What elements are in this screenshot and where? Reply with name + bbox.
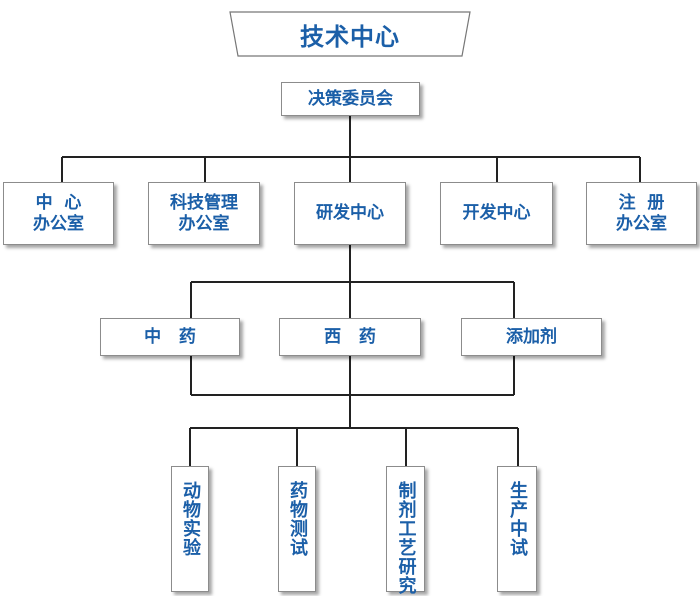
function-pilot-production: 生产中试 [497, 466, 537, 592]
dept-label: 开发中心 [462, 203, 531, 223]
function-label: 生产中试 [507, 481, 528, 557]
division-label: 添加剂 [506, 326, 557, 347]
connector-rd-divisions [190, 245, 515, 318]
function-label: 制剂工艺研究 [395, 481, 417, 595]
dept-rd-center: 研发中心 [294, 182, 406, 245]
function-animal-testing: 动物实验 [171, 466, 209, 592]
function-label: 药物测试 [287, 481, 308, 557]
division-label: 西 药 [324, 326, 376, 347]
division-tcm: 中 药 [100, 318, 240, 356]
connector-functions [189, 395, 519, 466]
dept-tech-management-office: 科技管理 办公室 [148, 182, 260, 245]
dept-label: 研发中心 [316, 203, 384, 223]
dept-label: 中 心 办公室 [33, 192, 84, 234]
function-drug-testing: 药物测试 [278, 466, 316, 592]
dept-registration-office: 注 册 办公室 [586, 182, 697, 245]
division-western-medicine: 西 药 [279, 318, 421, 356]
function-label: 动物实验 [180, 481, 201, 557]
dept-label: 注 册 办公室 [616, 192, 667, 234]
dept-center-office: 中 心 办公室 [3, 182, 114, 245]
connector-divisions-merge [190, 356, 515, 396]
title-banner [229, 11, 471, 57]
dept-development-center: 开发中心 [440, 182, 553, 245]
committee-box: 决策委员会 [281, 82, 420, 116]
connector-committee-departments [61, 116, 641, 182]
page-title: 技术中心 [300, 22, 400, 51]
function-formulation-research: 制剂工艺研究 [386, 466, 425, 595]
dept-label: 科技管理 办公室 [170, 192, 238, 234]
division-additives: 添加剂 [461, 318, 602, 356]
division-label: 中 药 [144, 326, 196, 347]
committee-label: 决策委员会 [308, 88, 393, 109]
